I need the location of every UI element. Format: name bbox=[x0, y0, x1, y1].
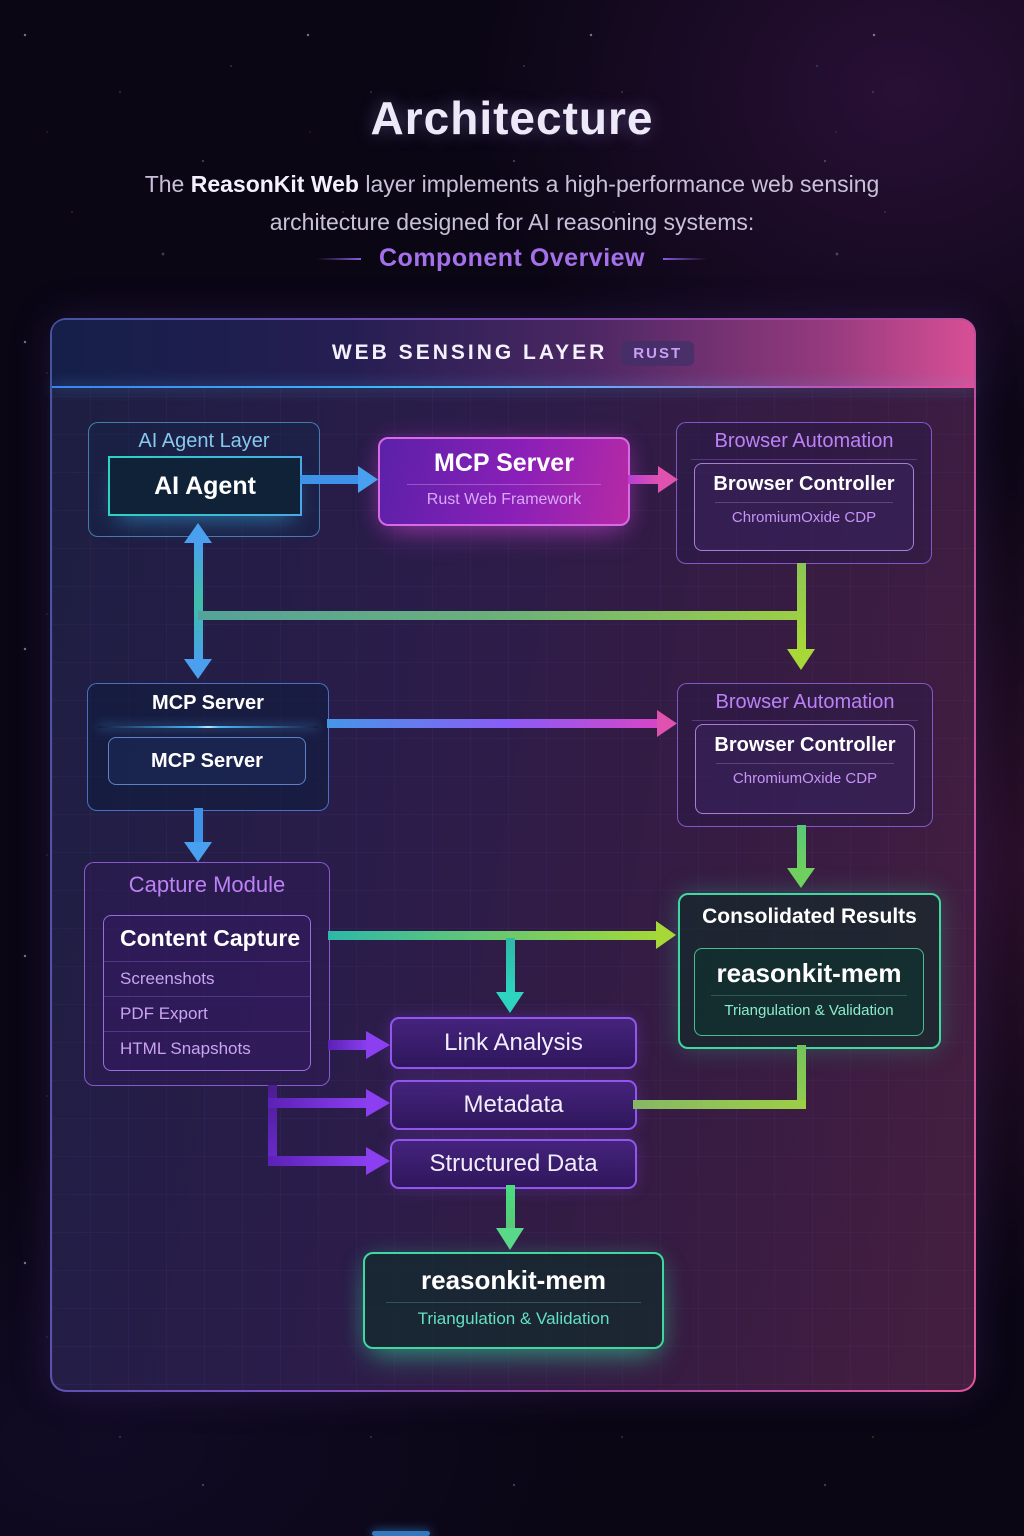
reasonkit-mem-title: reasonkit-mem bbox=[421, 1265, 606, 1295]
reasonkit-mem-title: reasonkit-mem bbox=[716, 958, 902, 988]
node-ai-agent: AI Agent bbox=[108, 456, 302, 516]
mcp-server-top-title: MCP Server bbox=[434, 449, 574, 477]
node-mcp-server-top: MCP Server Rust Web Framework bbox=[378, 437, 630, 526]
panel-title: WEB SENSING LAYER bbox=[331, 341, 608, 364]
node-capture-module: Capture Module Content Capture Screensho… bbox=[84, 862, 330, 1086]
browser-controller-title: Browser Controller bbox=[713, 473, 895, 495]
node-browser-automation-mid: Browser Automation Browser Controller Ch… bbox=[677, 683, 933, 827]
arrow-capture-to-structured-data bbox=[268, 1156, 368, 1166]
divider bbox=[407, 484, 601, 485]
node-reasonkit-mem-bottom: reasonkit-mem Triangulation & Validation bbox=[363, 1252, 664, 1349]
node-structured-data: Structured Data bbox=[390, 1139, 637, 1189]
subtitle-prefix: The bbox=[144, 171, 191, 197]
mcp-server-top-subtitle: Rust Web Framework bbox=[426, 491, 582, 508]
panel-header: WEB SENSING LAYER RUST bbox=[52, 320, 974, 388]
ai-agent-layer-label: AI Agent Layer bbox=[138, 430, 270, 452]
connector-consolidated-to-metadata bbox=[633, 1100, 806, 1109]
elbow-capture-down bbox=[268, 1085, 277, 1166]
browser-automation-label: Browser Automation bbox=[715, 691, 895, 713]
section-heading-text: Component Overview bbox=[379, 244, 645, 272]
browser-automation-label: Browser Automation bbox=[714, 430, 894, 452]
arrow-ba-top-to-ba-mid bbox=[797, 563, 806, 651]
node-metadata: Metadata bbox=[390, 1080, 637, 1130]
arrow-mcp-group-to-capture bbox=[194, 808, 203, 844]
node-mcp-server-group: MCP Server MCP Server bbox=[87, 683, 329, 811]
capture-module-label: Capture Module bbox=[128, 872, 286, 897]
content-capture-title: Content Capture bbox=[120, 925, 301, 951]
arrow-ai-agent-mcp-bidirectional bbox=[194, 542, 203, 661]
arrow-structured-to-mem bbox=[506, 1185, 515, 1230]
elbow-consolidated-down bbox=[797, 1045, 806, 1109]
page-title: Architecture bbox=[370, 91, 654, 144]
connector-horizontal-cross bbox=[198, 611, 802, 620]
divider bbox=[692, 720, 918, 721]
arrow-mcp-group-to-ba-mid bbox=[327, 719, 659, 728]
consolidated-results-label: Consolidated Results bbox=[702, 905, 917, 928]
mcp-server-group-label: MCP Server bbox=[152, 692, 264, 714]
heading-rule-left bbox=[317, 257, 361, 260]
node-browser-automation-top: Browser Automation Browser Controller Ch… bbox=[676, 422, 932, 564]
arrow-ba-mid-to-consolidated bbox=[797, 825, 806, 870]
arrow-capture-to-link-analysis bbox=[328, 1040, 368, 1050]
browser-controller-protocol: ChromiumOxide CDP bbox=[732, 770, 878, 787]
page-subtitle: The ReasonKit Web layer implements a hig… bbox=[102, 165, 922, 241]
node-browser-controller: Browser Controller ChromiumOxide CDP bbox=[694, 463, 914, 551]
reasonkit-mem-method: Triangulation & Validation bbox=[724, 1002, 894, 1019]
divider bbox=[691, 459, 917, 460]
section-heading: Component Overview bbox=[0, 244, 1024, 273]
arrow-mcp-to-browser-automation bbox=[628, 475, 660, 484]
arrow-ai-agent-to-mcp bbox=[300, 475, 360, 484]
arrow-capture-to-consolidated bbox=[328, 931, 658, 940]
browser-controller-protocol: ChromiumOxide CDP bbox=[731, 509, 877, 526]
divider bbox=[710, 995, 908, 996]
node-browser-controller: Browser Controller ChromiumOxide CDP bbox=[695, 724, 915, 814]
node-mcp-server-inner: MCP Server bbox=[108, 737, 306, 785]
bottom-edge-glow bbox=[372, 1531, 430, 1536]
subtitle-highlight: ReasonKit Web bbox=[190, 171, 359, 197]
arrow-capture-to-metadata bbox=[268, 1098, 368, 1108]
glow-divider bbox=[98, 726, 318, 728]
reasonkit-mem-method: Triangulation & Validation bbox=[417, 1309, 610, 1328]
capture-item-html-snapshots: HTML Snapshots bbox=[104, 1031, 310, 1066]
capture-item-screenshots: Screenshots bbox=[104, 961, 310, 996]
subtitle-suffix: layer implements a high-performance web … bbox=[269, 171, 880, 235]
divider bbox=[385, 1302, 642, 1303]
rust-badge: RUST bbox=[621, 340, 695, 366]
browser-controller-title: Browser Controller bbox=[714, 734, 896, 756]
node-content-capture: Content Capture Screenshots PDF Export H… bbox=[103, 915, 311, 1071]
divider bbox=[715, 763, 895, 764]
node-ai-agent-layer: AI Agent Layer AI Agent bbox=[88, 422, 320, 537]
capture-item-pdf-export: PDF Export bbox=[104, 996, 310, 1031]
node-link-analysis: Link Analysis bbox=[390, 1017, 637, 1069]
arrow-branch-to-link-analysis bbox=[506, 938, 515, 994]
node-reasonkit-mem-inner: reasonkit-mem Triangulation & Validation bbox=[694, 948, 924, 1036]
divider bbox=[714, 502, 894, 503]
heading-rule-right bbox=[663, 257, 707, 260]
node-consolidated-results: Consolidated Results reasonkit-mem Trian… bbox=[678, 893, 941, 1049]
